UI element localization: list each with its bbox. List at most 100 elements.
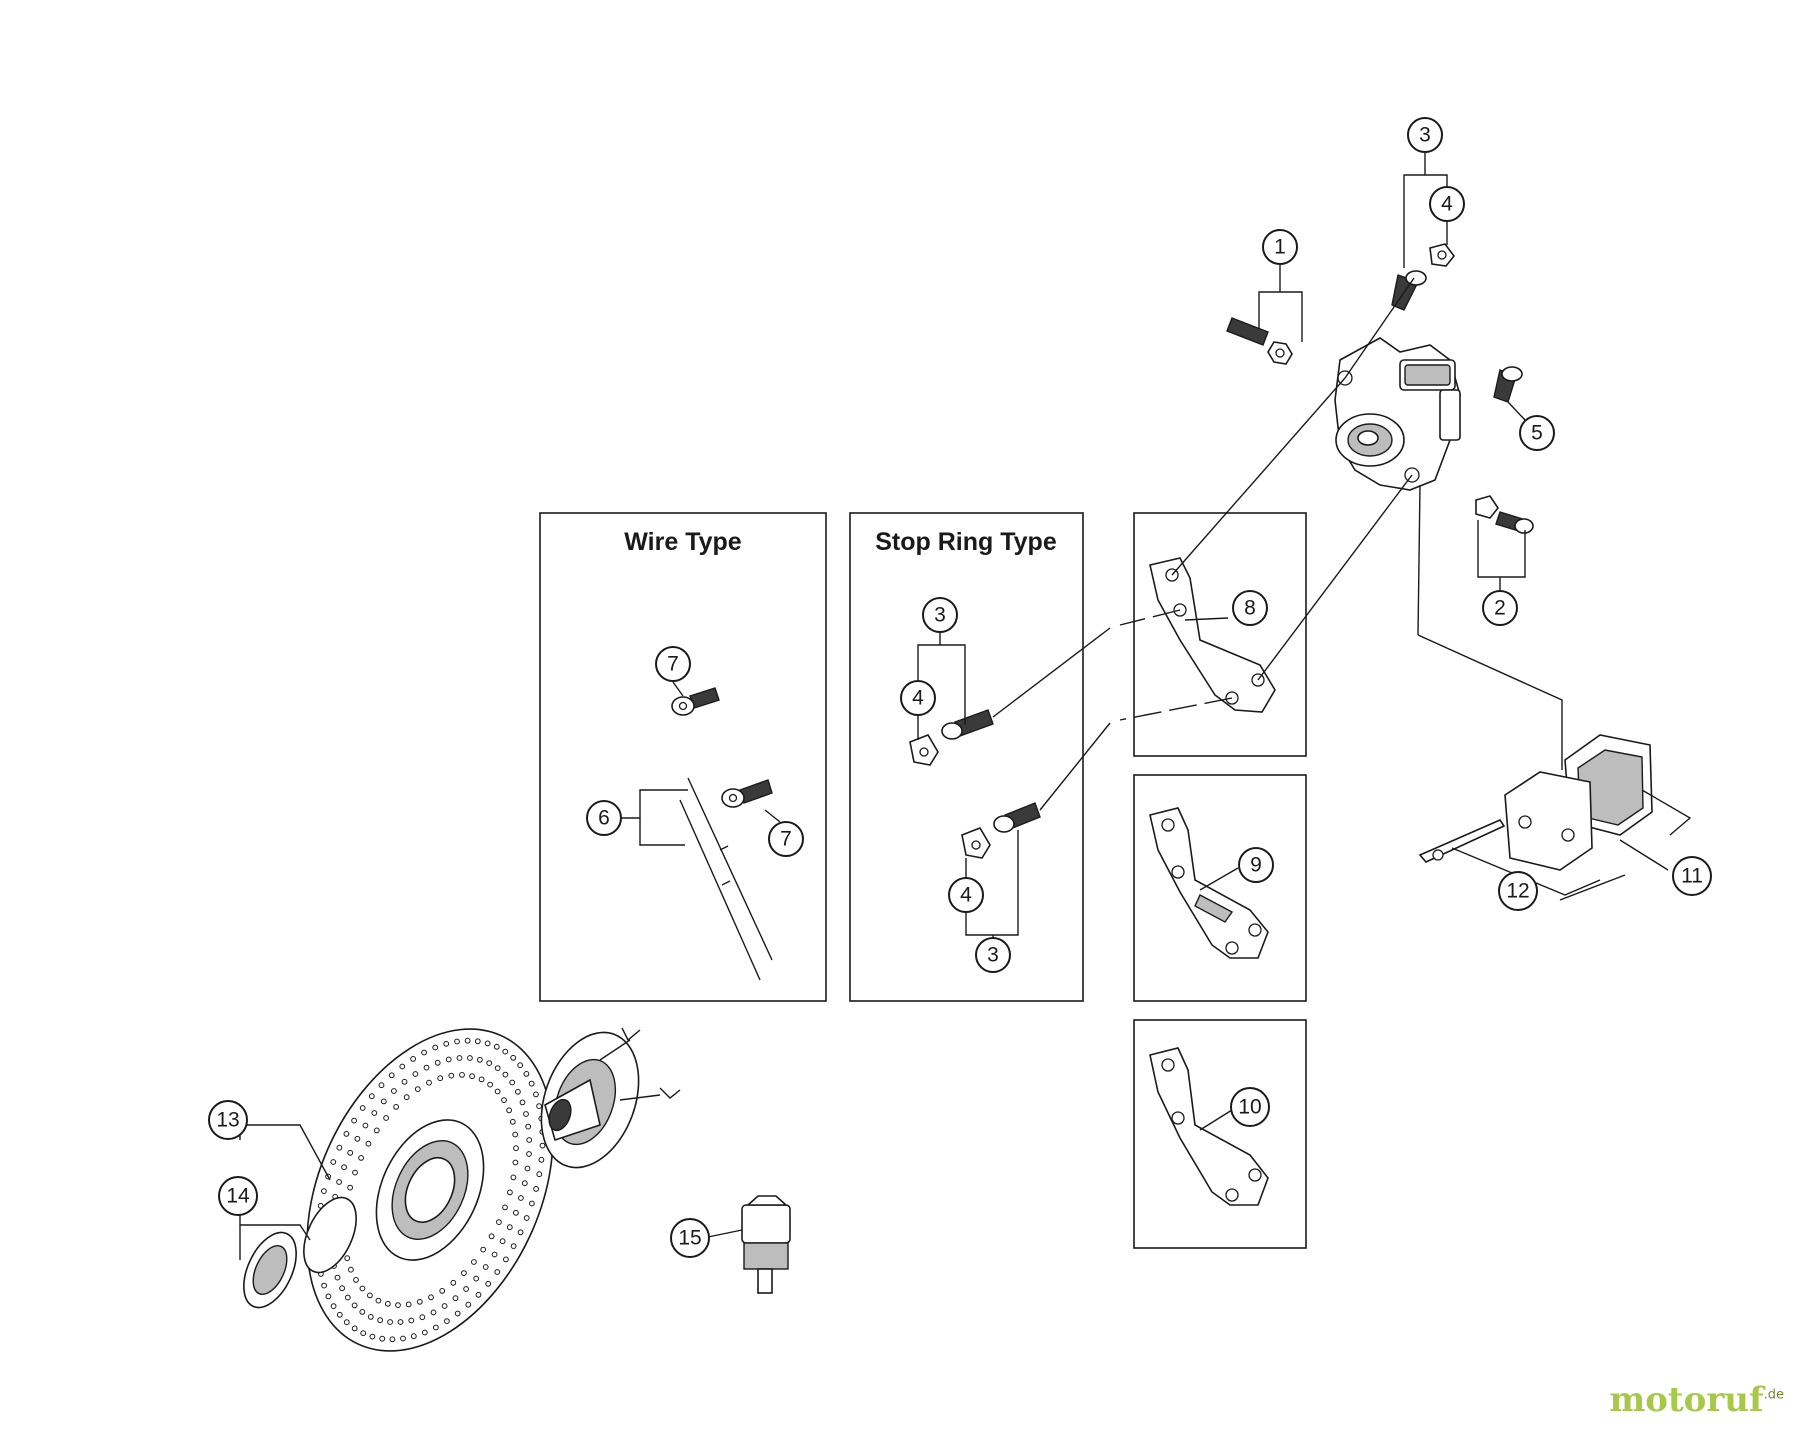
rotor-vent-hole — [385, 1300, 391, 1307]
rotor-vent-hole — [334, 1274, 341, 1281]
callout-5: 5 — [1519, 415, 1555, 451]
rotor-vent-hole — [488, 1233, 495, 1240]
callout-10: 10 — [1230, 1087, 1270, 1127]
rotor-vent-hole — [359, 1105, 366, 1111]
rotor-vent-hole — [360, 1330, 367, 1337]
callout-7-lower: 7 — [768, 821, 804, 857]
rotor-vent-hole — [359, 1285, 366, 1292]
callout-3-upper: 3 — [922, 597, 958, 633]
mount-bolt-3-top — [1391, 270, 1427, 311]
brake-caliper — [1334, 337, 1461, 491]
disc-rotor — [306, 1028, 554, 1352]
rotor-vent-hole — [397, 1319, 404, 1325]
rotor-vent-hole — [475, 1291, 482, 1298]
rotor-vent-hole — [456, 1055, 463, 1061]
rotor-vent-hole — [499, 1238, 506, 1245]
rotor-vent-hole — [419, 1314, 426, 1321]
brand-tld: .de — [1763, 1387, 1784, 1403]
rotor-vent-hole — [347, 1149, 354, 1156]
adapter-10-box — [1133, 1019, 1307, 1249]
callout-2: 2 — [1482, 590, 1518, 626]
callout-7-upper: 7 — [655, 646, 691, 682]
rotor-vent-hole — [507, 1189, 513, 1196]
rotor-vent-hole — [378, 1082, 385, 1089]
rotor-vent-hole — [443, 1040, 450, 1047]
rotor-vent-hole — [351, 1117, 358, 1124]
rotor-vent-hole — [383, 1115, 390, 1121]
rotor-vent-hole — [434, 1059, 441, 1066]
rotor-vent-hole — [336, 1311, 343, 1318]
rotor-vent-hole — [452, 1295, 459, 1302]
rotor-vent-hole — [321, 1188, 327, 1194]
svg-text:10: 10 — [1238, 1096, 1261, 1119]
hub — [540, 1027, 681, 1169]
rotor-vent-hole — [380, 1098, 387, 1105]
svg-text:3: 3 — [934, 604, 946, 627]
rotor-vent-hole — [387, 1319, 394, 1325]
adapter-10 — [1149, 1047, 1269, 1206]
rotor-vent-hole — [330, 1159, 337, 1165]
svg-text:3: 3 — [987, 944, 999, 967]
rotor-vent-hole — [539, 1142, 546, 1149]
rotor-vent-hole — [461, 1270, 467, 1276]
rotor-vent-hole — [469, 1073, 476, 1080]
rotor-vent-hole — [393, 1104, 400, 1110]
rotor-vent-hole — [421, 1329, 428, 1336]
rotor-vent-hole — [448, 1072, 455, 1079]
rotor-vent-hole — [351, 1302, 358, 1309]
rotor-vent-holes — [314, 1037, 546, 1343]
rotor-vent-hole — [379, 1335, 386, 1342]
rotor-vent-hole — [494, 1088, 501, 1095]
rotor-vent-hole — [467, 1055, 473, 1061]
adapter-9-box — [1133, 774, 1307, 1002]
stop-ring-4-upper — [909, 734, 939, 766]
rotor-vent-hole — [506, 1224, 513, 1231]
rotor-vent-hole — [501, 1097, 507, 1103]
bolt-7-upper — [671, 687, 720, 716]
rotor-vent-hole — [471, 1259, 477, 1265]
svg-text:11: 11 — [1681, 865, 1703, 888]
rotor-vent-hole — [352, 1169, 358, 1176]
rotor-vent-hole — [343, 1319, 350, 1326]
rotor-vent-hole — [526, 1137, 533, 1143]
rotor-vent-hole — [403, 1094, 410, 1101]
rotor-vent-hole — [463, 1286, 470, 1292]
rotor-vent-hole — [365, 1140, 372, 1147]
mount-bolt-3-upper — [941, 709, 994, 740]
rotor-vent-hole — [399, 1063, 406, 1070]
motoruf-logo: motoruf.de — [1609, 1380, 1784, 1420]
rotor-vent-hole — [412, 1071, 419, 1077]
rotor-vent-hole — [428, 1294, 434, 1301]
callout-3-lower: 3 — [975, 937, 1011, 973]
bolt-5 — [1493, 366, 1523, 403]
svg-text:14: 14 — [226, 1185, 250, 1208]
callout-4-lower: 4 — [948, 877, 984, 913]
rotor-vent-hole — [477, 1056, 483, 1063]
callout-11: 11 — [1672, 856, 1712, 896]
rotor-vent-hole — [353, 1277, 359, 1283]
rotor-vent-hole — [395, 1302, 401, 1308]
rotor-vent-hole — [524, 1165, 531, 1172]
stop-ring-4-lower — [961, 827, 991, 859]
rotor-vent-hole — [486, 1060, 493, 1066]
callout-4-upper: 4 — [900, 680, 936, 716]
rotor-vent-hole — [454, 1310, 461, 1317]
svg-text:3: 3 — [1419, 124, 1431, 147]
wire-type-box: Wire Type — [539, 512, 827, 1002]
callout-14: 14 — [218, 1176, 258, 1216]
svg-text:9: 9 — [1250, 854, 1262, 877]
rotor-vent-hole — [432, 1044, 439, 1051]
brand-name: motoruf — [1609, 1380, 1764, 1420]
rotor-vent-hole — [521, 1180, 528, 1187]
svg-text:5: 5 — [1531, 422, 1543, 445]
rotor-vent-hole — [330, 1303, 337, 1309]
lockring-tool-15 — [741, 1195, 791, 1294]
lock-ring-14 — [243, 1196, 357, 1309]
rotor-vent-hole — [473, 1275, 480, 1282]
rotor-vent-hole — [485, 1280, 492, 1287]
rotor-vent-hole — [502, 1071, 509, 1078]
rotor-vent-hole — [518, 1195, 524, 1201]
rotor-vent-hole — [474, 1038, 481, 1045]
rotor-vent-hole — [487, 1081, 494, 1088]
rotor-vent-hole — [343, 1131, 350, 1137]
